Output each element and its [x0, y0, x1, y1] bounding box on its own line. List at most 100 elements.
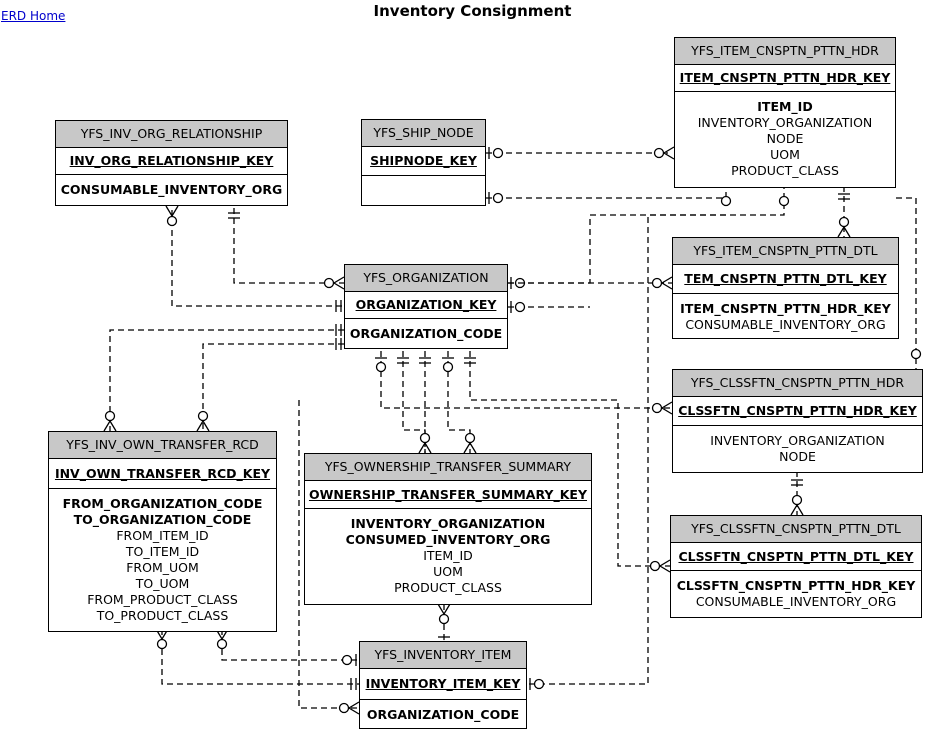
entity-attributes: ORGANIZATION_CODE: [360, 700, 526, 728]
attribute-field: CONSUMABLE_INVENTORY_ORG: [60, 182, 283, 197]
relationship-line: [469, 351, 670, 567]
optional-marker: [156, 638, 168, 650]
optional-marker: [791, 494, 803, 506]
primary-key-field: CLSSFTN_CNSPTN_PTTN_DTL_KEY: [671, 543, 921, 571]
erd-home-link[interactable]: ERD Home: [1, 9, 66, 23]
primary-key-field: ORGANIZATION_KEY: [345, 292, 507, 319]
attribute-field: NODE: [779, 449, 816, 464]
attribute-field: UOM: [433, 564, 463, 579]
primary-key-field: INV_ORG_RELATIONSHIP_KEY: [56, 148, 287, 175]
optional-marker: [338, 702, 350, 714]
primary-key-field: CLSSFTN_CNSPTN_PTTN_HDR_KEY: [673, 397, 922, 426]
primary-key-field: TEM_CNSPTN_PTTN_DTL_KEY: [673, 265, 898, 294]
optional-marker: [464, 432, 476, 444]
relationship-line: [233, 208, 344, 284]
optional-marker: [442, 361, 454, 373]
optional-marker: [533, 678, 545, 690]
optional-marker: [375, 361, 387, 373]
attribute-field: TO_PRODUCT_CLASS: [96, 608, 229, 623]
entity-name: YFS_CLSSFTN_CNSPTN_PTTN_HDR: [673, 370, 922, 397]
attribute-field: FROM_UOM: [126, 560, 199, 575]
attribute-field: INVENTORY_ORGANIZATION: [710, 433, 885, 448]
entity-name: YFS_ITEM_CNSPTN_PTTN_HDR: [675, 38, 895, 65]
relationship-line: [380, 351, 672, 409]
entity-name: YFS_INV_OWN_TRANSFER_RCD: [49, 432, 276, 459]
optional-marker: [323, 277, 335, 289]
optional-marker: [419, 432, 431, 444]
attribute-field: PRODUCT_CLASS: [394, 580, 502, 595]
optional-marker: [216, 638, 228, 650]
relationship-line: [202, 343, 344, 431]
attribute-field: CONSUMED_INVENTORY_ORG: [345, 532, 551, 547]
primary-key-field: ITEM_CNSPTN_PTTN_HDR_KEY: [675, 65, 895, 92]
optional-marker: [514, 301, 526, 313]
optional-marker: [492, 147, 504, 159]
relationship-line: [527, 214, 726, 685]
entity-name: YFS_ITEM_CNSPTN_PTTN_DTL: [673, 238, 898, 265]
entity-name: YFS_INV_ORG_RELATIONSHIP: [56, 121, 287, 148]
attribute-field: INVENTORY_ORGANIZATION: [350, 516, 546, 531]
entity-name: YFS_SHIP_NODE: [362, 120, 485, 147]
attribute-field: ORGANIZATION_CODE: [366, 707, 520, 722]
optional-marker: [653, 147, 665, 159]
relationship-line: [221, 629, 359, 661]
optional-marker: [838, 216, 850, 228]
optional-marker: [341, 654, 353, 666]
optional-marker: [778, 195, 790, 207]
optional-marker: [438, 613, 450, 625]
attribute-field: CLSSFTN_CNSPTN_PTTN_HDR_KEY: [676, 578, 916, 593]
relationship-line: [109, 329, 344, 431]
attribute-field: FROM_ORGANIZATION_CODE: [62, 496, 263, 511]
attribute-field: ITEM_ID: [423, 548, 473, 563]
optional-marker: [649, 560, 661, 572]
relationship-line: [171, 210, 344, 307]
page-title: Inventory Consignment: [373, 2, 572, 20]
entity-name: YFS_ORGANIZATION: [345, 265, 507, 292]
attribute-field: TO_UOM: [135, 576, 190, 591]
entity-attributes: [362, 176, 485, 205]
attribute-field: INVENTORY_ORGANIZATION: [697, 115, 873, 130]
optional-marker: [197, 410, 209, 422]
relationship-line: [896, 197, 917, 369]
attribute-field: FROM_ITEM_ID: [116, 528, 209, 543]
entity-name: YFS_INVENTORY_ITEM: [360, 642, 526, 669]
optional-marker: [492, 192, 504, 204]
attribute-field: ITEM_CNSPTN_PTTN_HDR_KEY: [680, 301, 891, 316]
crows-foot-marker: [662, 146, 675, 160]
relationship-line: [298, 400, 359, 709]
attribute-field: UOM: [770, 147, 800, 162]
primary-key-field: SHIPNODE_KEY: [362, 147, 485, 176]
optional-marker: [651, 277, 663, 289]
primary-key-field: INV_OWN_TRANSFER_RCD_KEY: [49, 459, 276, 489]
optional-marker: [104, 410, 116, 422]
attribute-field: PRODUCT_CLASS: [731, 163, 839, 178]
attribute-field: CONSUMABLE_INVENTORY_ORG: [695, 594, 897, 609]
relationship-line: [161, 629, 359, 685]
attribute-field: CONSUMABLE_INVENTORY_ORG: [685, 317, 886, 332]
entity-attributes: ORGANIZATION_CODE: [345, 319, 507, 348]
attribute-field: ORGANIZATION_CODE: [349, 326, 503, 341]
optional-marker: [651, 402, 663, 414]
primary-key-field: OWNERSHIP_TRANSFER_SUMMARY_KEY: [305, 481, 591, 509]
attribute-field: TO_ITEM_ID: [125, 544, 200, 559]
optional-marker: [166, 215, 178, 227]
attribute-field: FROM_PRODUCT_CLASS: [87, 592, 238, 607]
entity-name: YFS_CLSSFTN_CNSPTN_PTTN_DTL: [671, 516, 921, 543]
primary-key-field: INVENTORY_ITEM_KEY: [360, 669, 526, 700]
